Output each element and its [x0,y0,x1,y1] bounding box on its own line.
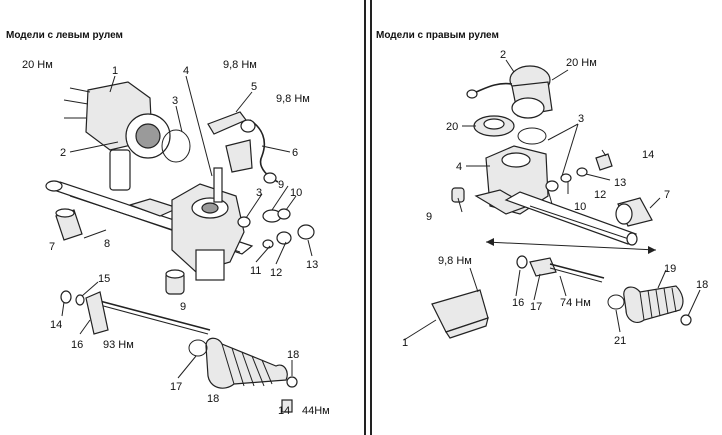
left-label-7: 7 [49,241,55,253]
left-label-18a: 17 [170,381,182,393]
right-label-13: 13 [614,177,626,189]
right-label-20: 20 [446,121,458,133]
right-motor [466,65,553,119]
left-callout-labels: 20 Нм 1 2 3 4 9,8 Нм 5 9,8 Нм 6 3 9 10 7… [22,59,330,417]
right-boot-19 [607,285,692,326]
panel-divider [364,0,372,435]
left-label-14b: 14 [278,405,290,417]
right-label-torque-20: 20 Нм [566,57,597,69]
left-label-torque-98a: 9,8 Нм [223,59,257,71]
right-label-21: 21 [614,335,626,347]
left-label-11: 10 [290,187,302,199]
right-label-17: 17 [530,301,542,313]
left-bushing-9 [165,269,185,295]
left-boot-19 [188,337,298,413]
right-label-9: 9 [426,211,432,223]
left-leader-lines [61,75,313,379]
left-label-torque-98b: 9,8 Нм [276,93,310,105]
right-small-parts [451,153,613,203]
left-label-5: 5 [251,81,257,93]
right-label-torque-74: 74 Нм [560,297,591,309]
right-leader-lines [403,59,701,341]
left-o-ring-3 [161,129,191,163]
left-label-16: 15 [98,273,110,285]
left-small-seals [237,208,315,249]
right-label-7: 7 [664,189,670,201]
right-rack-housing [485,191,657,254]
left-label-14a: 13 [306,259,318,271]
left-gear-housing [171,167,245,281]
left-label-torque-93: 93 Нм [103,339,134,351]
left-label-10: 9 [278,179,284,191]
left-label-3a: 3 [172,95,178,107]
right-gear-housing [474,145,549,215]
right-label-16: 16 [512,297,524,309]
left-label-8: 8 [104,238,110,250]
left-label-part-9: 9 [180,301,186,313]
right-label-2: 2 [500,49,506,61]
left-label-6: 6 [292,147,298,159]
right-tie-rod [516,255,605,283]
left-label-torque-20nm: 20 Нм [22,59,53,71]
left-tie-rod [60,290,211,335]
right-label-torque-98: 9,8 Нм [438,255,472,267]
left-panel-title: Модели с левым рулем [6,30,123,41]
left-label-17: 16 [71,339,83,351]
right-o-ring-3 [517,127,547,145]
left-label-15: 14 [50,319,62,331]
right-label-1: 1 [402,337,408,349]
left-panel: Модели с левым рулем [6,30,330,417]
right-label-18: 18 [696,279,708,291]
left-label-4: 4 [183,65,189,77]
right-label-14: 14 [642,149,654,161]
right-label-19: 19 [664,263,676,275]
right-label-3: 3 [578,113,584,125]
left-motor [63,81,171,191]
right-label-10: 10 [574,201,586,213]
left-bushing-7 [55,208,83,241]
left-sensor-bracket [207,111,279,184]
right-panel: Модели с правым рулем [376,30,708,349]
left-label-3b: 3 [256,187,262,199]
right-callout-labels: 2 20 Нм 20 3 4 14 13 12 10 7 9 9,8 Нм 16… [402,49,708,349]
left-label-13: 12 [270,267,282,279]
right-label-12: 12 [594,189,606,201]
right-gasket-20 [473,115,515,137]
left-label-torque-44: 44Нм [302,405,330,417]
right-panel-title: Модели с правым рулем [376,30,499,41]
left-label-2: 2 [60,147,66,159]
right-bracket-1 [431,289,489,339]
left-label-18b: 18 [287,349,299,361]
right-label-4: 4 [456,161,462,173]
left-label-1: 1 [112,65,118,77]
left-label-12: 11 [250,265,261,277]
left-label-19: 18 [207,393,219,405]
right-part-7 [615,197,653,227]
